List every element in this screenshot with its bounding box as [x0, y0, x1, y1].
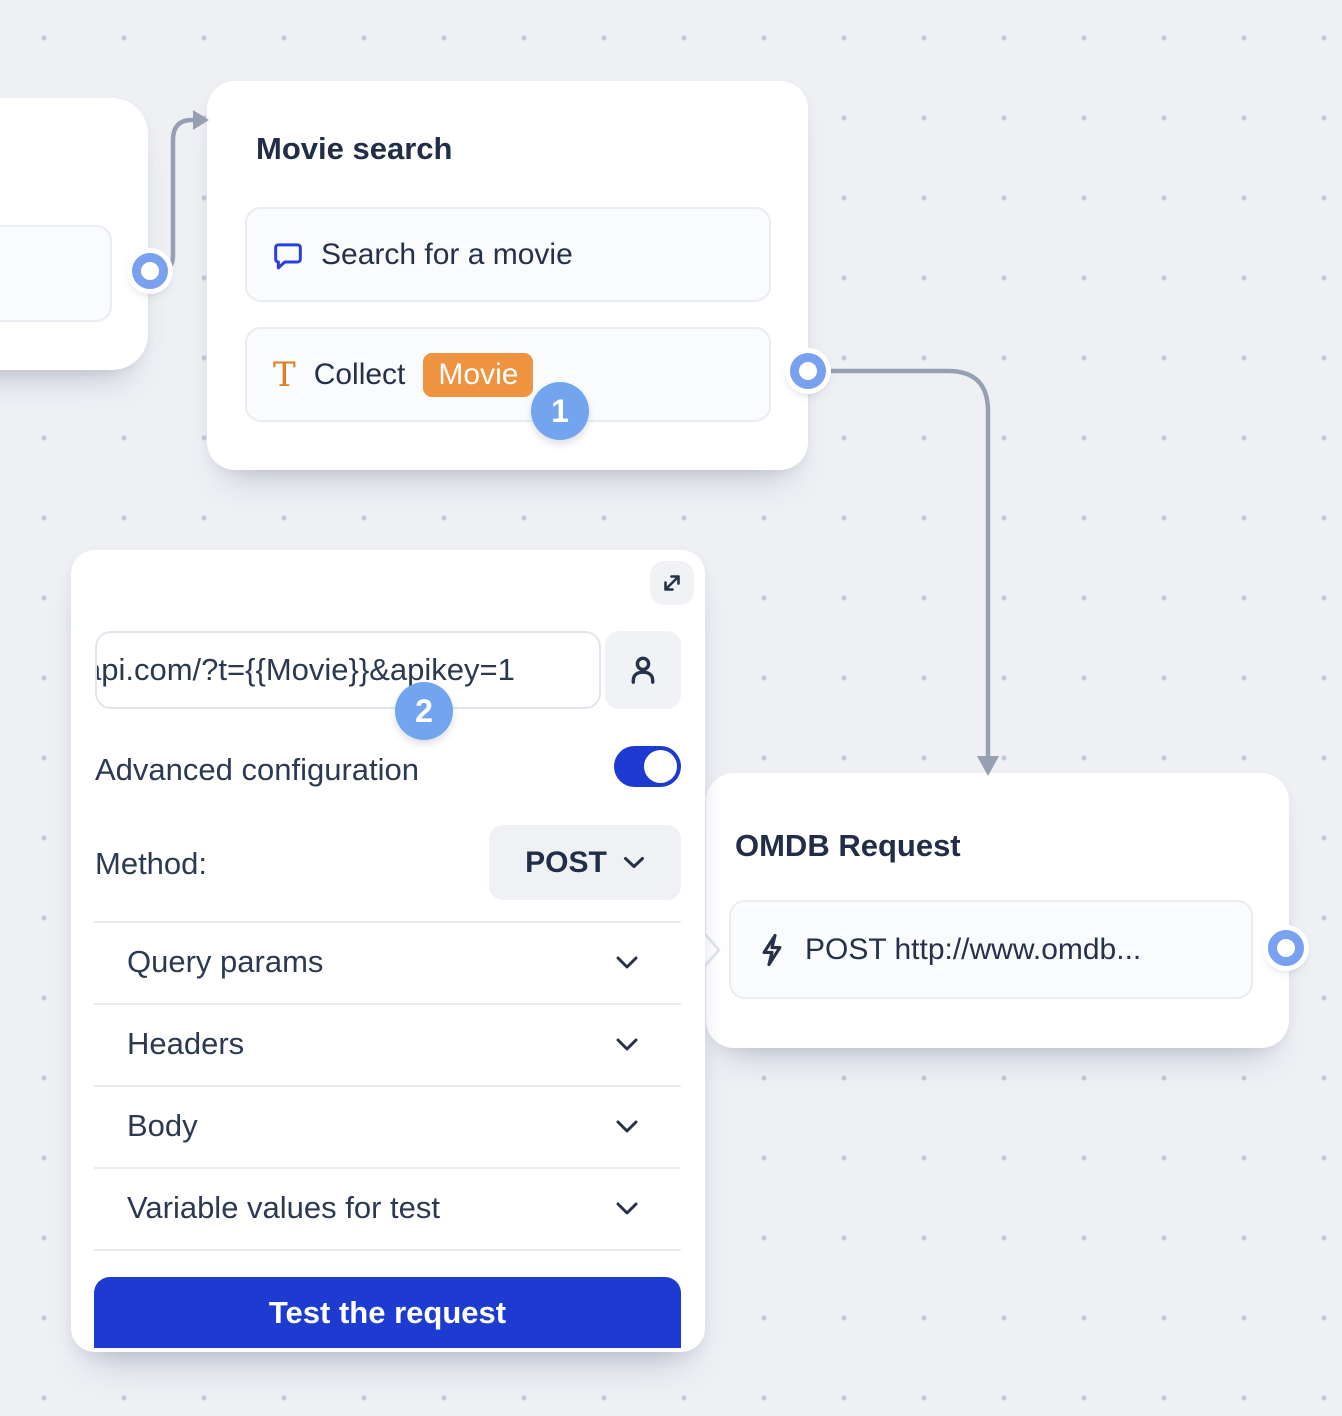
- chevron-down-icon: [615, 1037, 639, 1052]
- method-select[interactable]: POST: [489, 825, 681, 900]
- section-headers[interactable]: Headers: [94, 1003, 681, 1085]
- collect-label: Collect: [313, 357, 406, 391]
- divider: [94, 921, 681, 923]
- chevron-down-icon: [615, 1119, 639, 1134]
- collect-input-row[interactable]: T Collect Movie: [245, 327, 771, 422]
- advanced-config-toggle[interactable]: [614, 746, 681, 787]
- divider: [94, 1249, 681, 1251]
- divider: [94, 1085, 681, 1087]
- section-label: Query params: [127, 944, 324, 979]
- divider: [94, 1167, 681, 1169]
- step-badge-1: 1: [531, 382, 589, 440]
- chat-bubble-icon: [273, 240, 303, 270]
- method-value: POST: [525, 845, 607, 879]
- method-label: Method:: [95, 846, 208, 881]
- test-request-button[interactable]: Test the request: [94, 1277, 681, 1348]
- webhook-editor-panel[interactable]: api.com/?t={{Movie}}&apikey=1 Advanced c…: [71, 550, 705, 1352]
- chevron-down-icon: [615, 955, 639, 970]
- omdb-request-node[interactable]: OMDB Request POST http://www.omdb...: [706, 773, 1289, 1048]
- section-query-params[interactable]: Query params: [94, 921, 681, 1003]
- section-label: Body: [127, 1108, 198, 1143]
- step-badge-2: 2: [395, 682, 453, 740]
- omdb-webhook-row[interactable]: POST http://www.omdb...: [729, 900, 1253, 999]
- section-body[interactable]: Body: [94, 1085, 681, 1167]
- output-port[interactable]: [1268, 930, 1304, 966]
- section-label: Headers: [127, 1026, 245, 1061]
- toggle-knob: [644, 750, 677, 783]
- url-input[interactable]: api.com/?t={{Movie}}&apikey=1: [95, 631, 601, 709]
- user-variables-button[interactable]: [605, 631, 681, 709]
- chevron-down-icon: [615, 1201, 639, 1216]
- output-port[interactable]: [132, 253, 168, 289]
- send-message-label: Search for a movie: [321, 237, 573, 271]
- send-message-row[interactable]: Search for a movie: [245, 207, 771, 302]
- omdb-node-title: OMDB Request: [735, 828, 961, 863]
- output-port[interactable]: [790, 353, 826, 389]
- url-input-value: api.com/?t={{Movie}}&apikey=1: [95, 652, 515, 687]
- omdb-request-label: POST http://www.omdb...: [805, 932, 1142, 966]
- expand-icon: [660, 571, 684, 595]
- movie-node-title: Movie search: [256, 131, 453, 166]
- movie-search-node[interactable]: Movie search Search for a movie T Collec…: [207, 81, 808, 470]
- variable-chip-movie[interactable]: Movie: [423, 352, 534, 397]
- divider: [94, 1003, 681, 1005]
- expand-button[interactable]: [650, 561, 694, 605]
- chevron-down-icon: [623, 856, 645, 870]
- section-label: Variable values for test: [127, 1190, 441, 1225]
- section-variable-values[interactable]: Variable values for test: [94, 1167, 681, 1249]
- lightning-bolt-icon: [757, 933, 787, 967]
- person-icon: [626, 653, 660, 687]
- text-input-icon: T: [273, 354, 296, 395]
- partial-node-row[interactable]: [0, 225, 112, 322]
- advanced-config-label: Advanced configuration: [95, 752, 420, 787]
